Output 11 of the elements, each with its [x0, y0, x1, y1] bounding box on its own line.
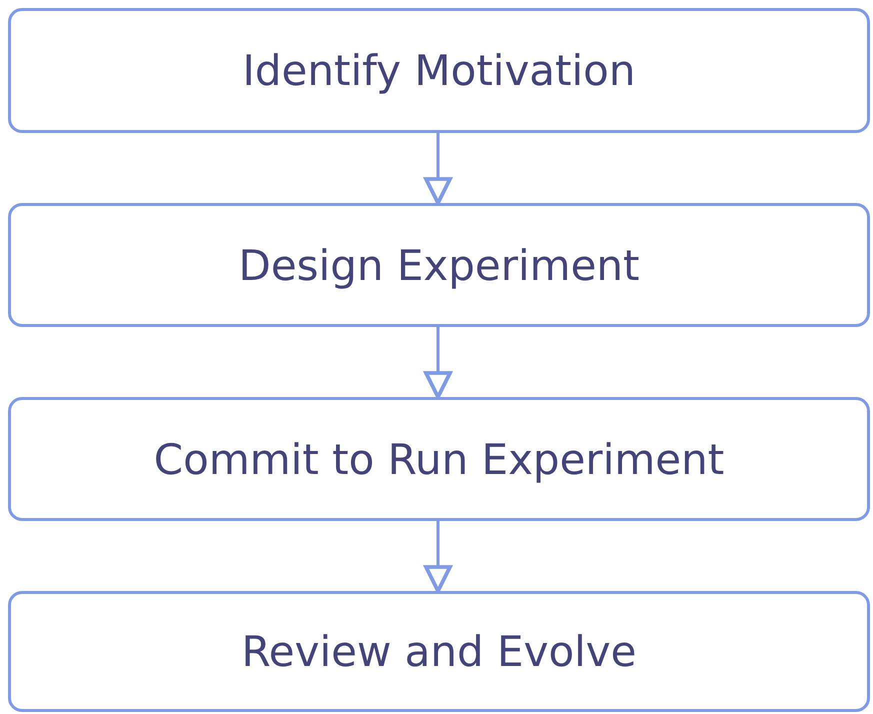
process-box — [8, 203, 870, 327]
process-box — [8, 591, 870, 712]
process-box — [8, 397, 870, 521]
box-label: Identify Motivation — [242, 46, 636, 95]
box-label: Commit to Run Experiment — [154, 434, 724, 484]
process-box — [8, 8, 870, 133]
arrow — [424, 327, 452, 399]
arrow — [424, 133, 452, 205]
box-label: Design Experiment — [238, 240, 640, 290]
box-label: Review and Evolve — [241, 627, 637, 676]
arrow — [424, 521, 452, 593]
